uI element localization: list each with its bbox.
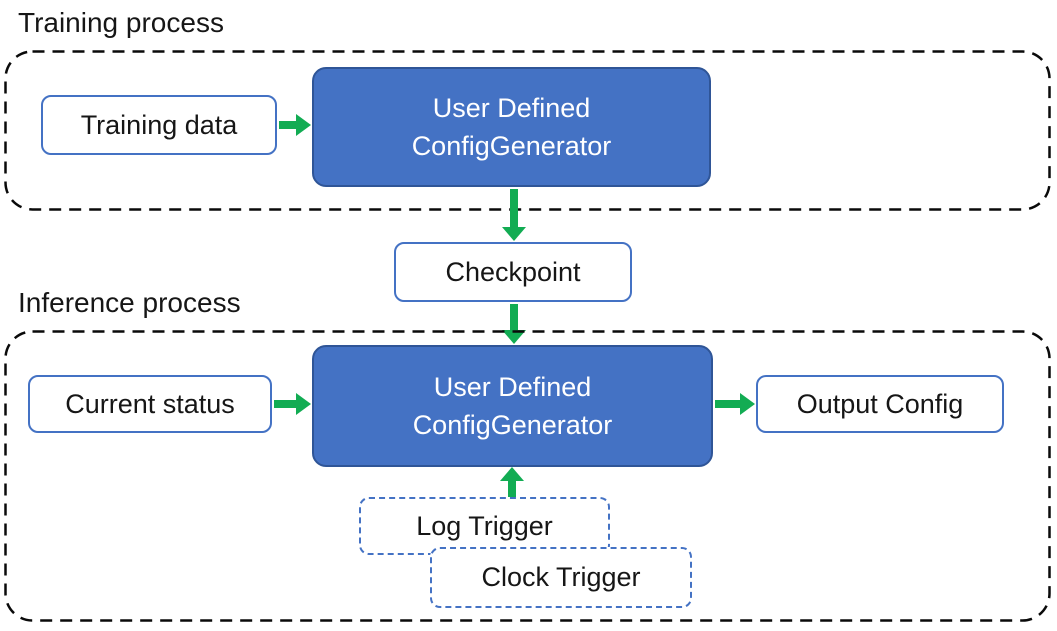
connector-arrow-current-status-to-generator xyxy=(274,393,311,415)
config-generator-inference-box: User Defined ConfigGenerator xyxy=(312,345,713,467)
arrow-head xyxy=(502,227,526,241)
arrow-shaft xyxy=(279,121,297,129)
config-generator-inference-line1: User Defined xyxy=(433,372,592,402)
training-data-box: Training data xyxy=(41,95,277,155)
training-process-label: Training process xyxy=(18,7,224,38)
arrow-shaft xyxy=(510,189,518,228)
connector-arrow-generator-to-output-config xyxy=(715,393,755,415)
output-config-label: Output Config xyxy=(796,388,964,419)
connector-arrow-log-trigger-to-generator xyxy=(500,467,524,497)
inference-process-container xyxy=(4,330,1051,622)
clock-trigger-box: Clock Trigger xyxy=(430,547,692,608)
training-data-label: Training data xyxy=(80,109,238,140)
arrow-head xyxy=(500,467,524,481)
connector-arrow-checkpoint-to-inference-generator xyxy=(502,304,526,344)
clock-trigger-label: Clock Trigger xyxy=(481,562,641,592)
output-config-box: Output Config xyxy=(756,375,1004,433)
config-generator-training-box: User Defined ConfigGenerator xyxy=(312,67,711,187)
current-status-label: Current status xyxy=(65,388,235,419)
log-trigger-box: Log Trigger xyxy=(359,497,610,555)
arrow-head xyxy=(740,393,755,415)
current-status-box: Current status xyxy=(28,375,272,433)
training-process-container xyxy=(4,50,1051,211)
arrow-shaft xyxy=(274,400,297,408)
config-generator-inference-line2: ConfigGenerator xyxy=(412,410,613,440)
config-generator-training-line1: User Defined xyxy=(432,93,591,123)
arrow-shaft xyxy=(715,400,741,408)
arrow-shaft xyxy=(510,304,518,331)
arrow-shaft xyxy=(508,480,516,497)
connector-arrow-training-data-to-generator xyxy=(279,114,311,136)
arrow-head xyxy=(502,330,526,344)
arrow-head xyxy=(296,114,311,136)
checkpoint-label: Checkpoint xyxy=(445,256,581,287)
config-generator-training-line2: ConfigGenerator xyxy=(411,131,612,161)
inference-process-label: Inference process xyxy=(18,287,241,318)
log-trigger-label: Log Trigger xyxy=(416,510,553,541)
checkpoint-box: Checkpoint xyxy=(394,242,632,302)
connector-arrow-generator-to-checkpoint xyxy=(502,189,526,241)
arrow-head xyxy=(296,393,311,415)
